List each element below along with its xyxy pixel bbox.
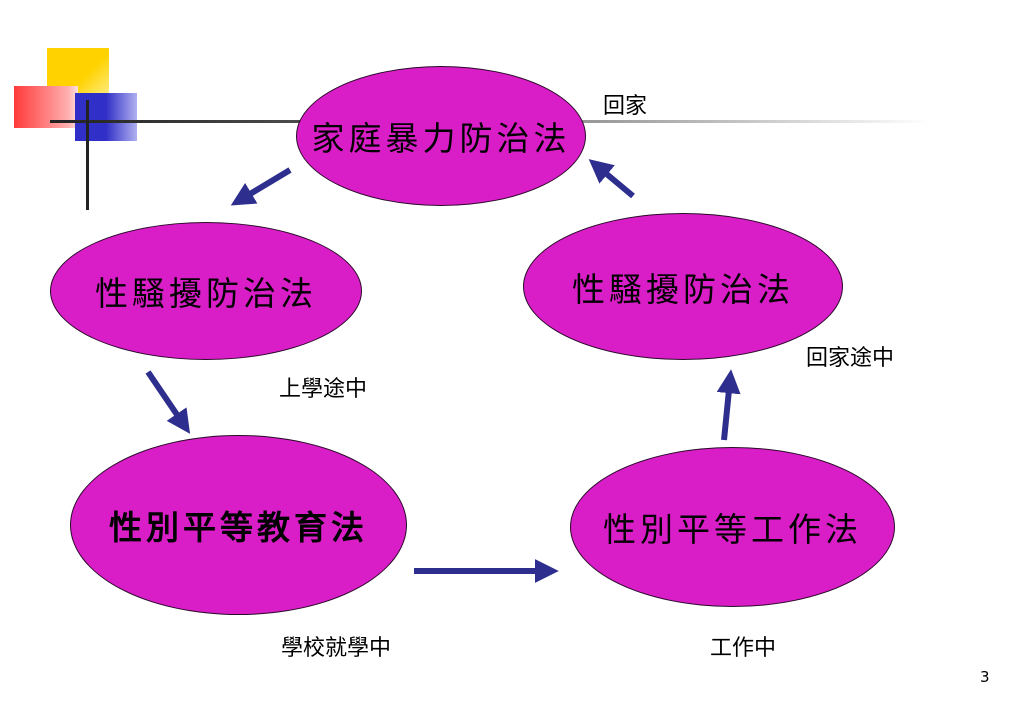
- label-at-work: 工作中: [710, 636, 777, 661]
- page-number: 3: [980, 668, 990, 686]
- deco-vertical-line: [86, 100, 89, 210]
- node-gender-equity-education: 性別平等教育法: [70, 435, 407, 615]
- node-gender-equality-employment: 性別平等工作法: [570, 447, 895, 607]
- node-domestic-violence: 家庭暴力防治法: [296, 66, 586, 206]
- node-right-lower-label: 性別平等工作法: [603, 510, 862, 549]
- node-sexual-harassment-right: 性騷擾防治法: [523, 213, 843, 360]
- node-left-lower-label: 性別平等教育法: [109, 508, 368, 547]
- node-top-label: 家庭暴力防治法: [311, 119, 571, 158]
- arrow-right-up: [716, 369, 741, 441]
- arrow-left-down: [145, 370, 191, 434]
- node-left-upper-label: 性騷擾防治法: [95, 274, 317, 313]
- arrow-top-to-left: [230, 167, 292, 206]
- node-sexual-harassment-left: 性騷擾防治法: [50, 222, 362, 360]
- label-to-school: 上學途中: [279, 377, 368, 402]
- label-home: 回家: [603, 94, 648, 119]
- node-right-upper-label: 性騷擾防治法: [572, 269, 794, 309]
- label-at-school: 學校就學中: [281, 636, 392, 661]
- label-way-home: 回家途中: [806, 346, 895, 371]
- arrow-right-to-top: [588, 159, 635, 199]
- deco-blue-square: [75, 93, 137, 141]
